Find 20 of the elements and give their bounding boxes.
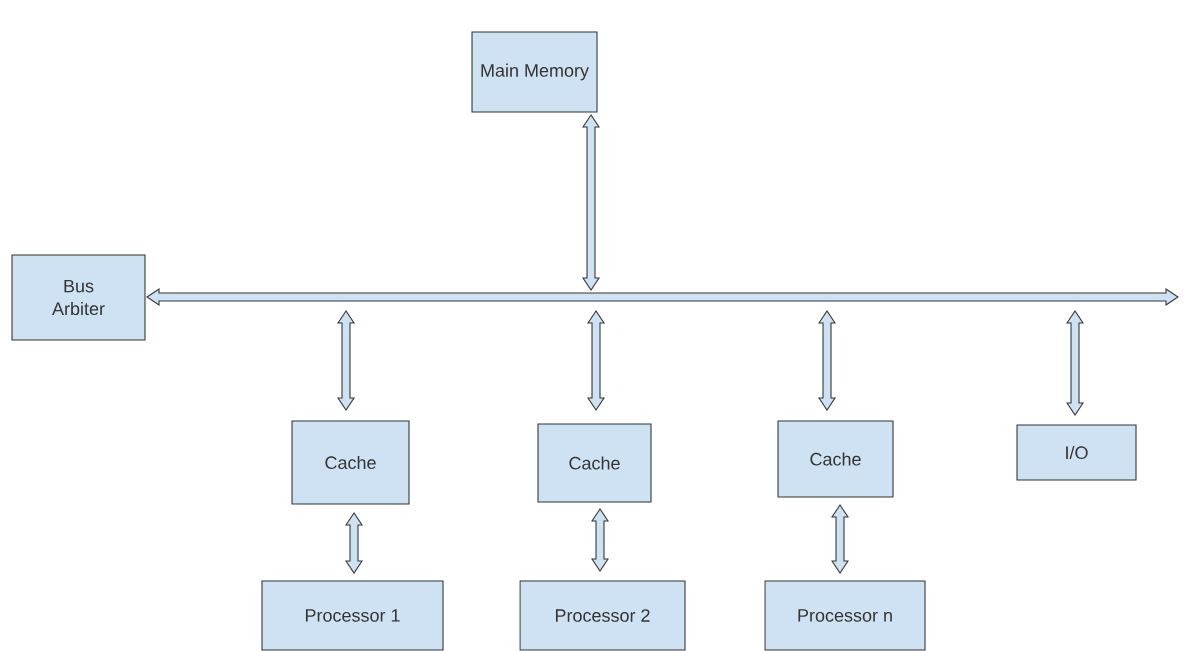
processor-box: Processor 1 <box>261 580 444 651</box>
processor-box: Processor n <box>764 580 926 651</box>
double-arrow <box>1109 288 1179 306</box>
double-arrow <box>1066 310 1084 416</box>
double-arrow <box>582 114 600 291</box>
double-arrow <box>337 310 355 411</box>
cache-box: Cache <box>777 420 894 498</box>
double-arrow <box>591 508 609 572</box>
double-arrow <box>146 288 163 306</box>
double-arrow <box>831 504 849 574</box>
double-arrow <box>818 310 836 411</box>
cache-box: Cache <box>291 420 410 505</box>
bus-bar <box>161 292 1111 302</box>
io-box: I/O <box>1016 424 1137 481</box>
double-arrow <box>587 310 605 411</box>
double-arrow <box>345 512 363 574</box>
processor-box: Processor 2 <box>519 580 686 651</box>
cache-box: Cache <box>537 423 652 503</box>
memory-box: Main Memory <box>471 31 598 113</box>
arbiter-box: Bus Arbiter <box>11 254 146 341</box>
